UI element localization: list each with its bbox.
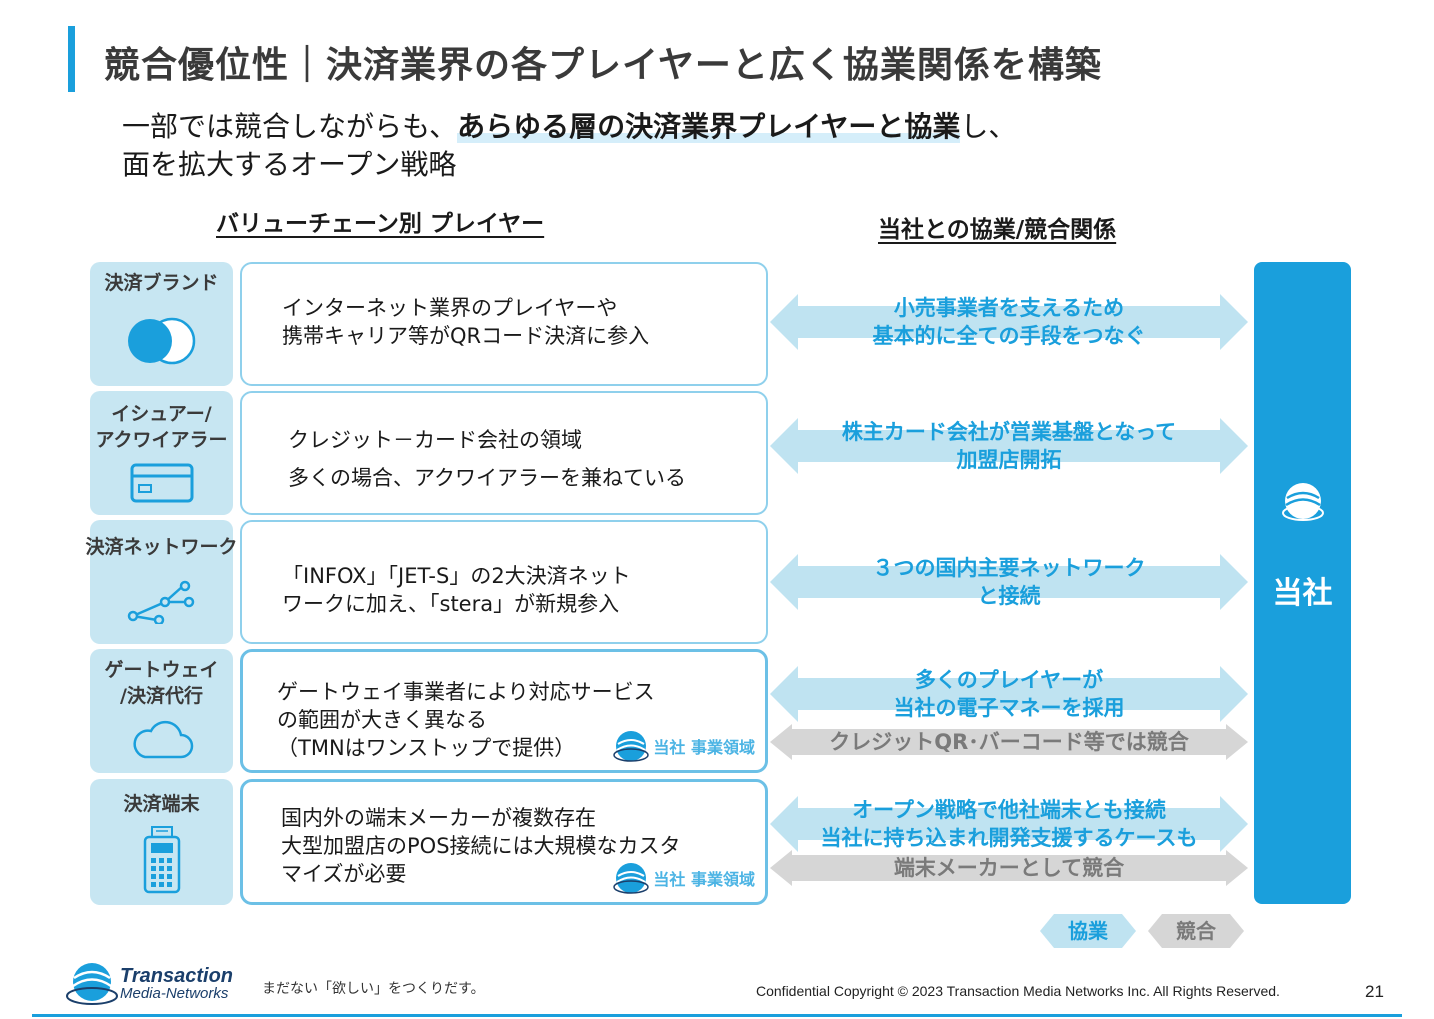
lead-line-1-post: し、 <box>960 110 1017 143</box>
lead-text: 一部では競合しながらも、あらゆる層の決済業界プレイヤーと協業し、 面を拡大するオ… <box>122 108 1016 184</box>
description-line: 国内外の端末メーカーが複数存在 <box>281 806 596 830</box>
category-label: 決済ブランド <box>104 272 219 294</box>
arrow-label: 小売事業者を支えるため 基本的に全ての手段をつなぐ <box>770 294 1248 350</box>
value-chain-row: ゲートウェイ /決済代行 ゲートウェイ事業者により対応サービス の範囲が大きく異… <box>90 649 770 773</box>
description-line: ゲートウェイ事業者により対応サービス <box>277 680 655 704</box>
cloud-icon <box>90 717 233 761</box>
credit-card-icon <box>90 463 233 503</box>
tmn-globe-icon <box>613 731 650 762</box>
lead-line-1: 一部では競合しながらも、あらゆる層の決済業界プレイヤーと協業し、 <box>122 108 1016 146</box>
category-card: 決済端末 <box>90 779 233 905</box>
category-card: 決済ブランド <box>90 262 233 386</box>
tmn-globe-icon <box>1282 483 1324 521</box>
value-chain-row: 決済ブランド インターネット業界のプレイヤーや 携帯キャリア等がQRコード決済に… <box>90 262 770 386</box>
logo-text-line-2: Media-Networks <box>120 985 229 1002</box>
brand-circles-icon <box>90 316 233 366</box>
arrow-label-line: 加盟店開拓 <box>956 448 1062 472</box>
arrow-label: 端末メーカーとして競合 <box>770 854 1248 882</box>
copyright: Confidential Copyright © 2023 Transactio… <box>756 983 1280 999</box>
arrow-label: オープン戦略で他社端末とも接続 当社に持ち込まれ開発支援するケースも <box>770 796 1248 852</box>
category-card: 決済ネットワーク <box>85 520 238 644</box>
description-text: クレジット－カード会社の領域 多くの場合、アクワイアラーを兼ねている <box>288 421 686 497</box>
description-line: の範囲が大きく異なる <box>277 708 487 732</box>
badge-label: 当社 事業領域 <box>653 738 755 757</box>
arrow-label-line: 当社の電子マネーを採用 <box>893 696 1125 720</box>
logo-text-line-1: Transaction <box>120 965 233 987</box>
arrow-label-line: ３つの国内主要ネットワーク <box>872 556 1146 580</box>
legend-collab-label: 協業 <box>1068 919 1108 943</box>
arrow-label-line: オープン戦略で他社端末とも接続 <box>852 798 1166 822</box>
company-bar: 当社 <box>1254 262 1351 904</box>
category-label-line: ゲートウェイ <box>104 659 219 681</box>
category-label: ゲートウェイ /決済代行 <box>90 649 233 709</box>
category-label: 決済端末 <box>123 793 200 815</box>
description-text: ゲートウェイ事業者により対応サービス の範囲が大きく異なる （TMNはワンストッ… <box>277 678 655 762</box>
category-card: ゲートウェイ /決済代行 <box>90 649 233 773</box>
category-card: イシュアー/ アクワイアラー <box>90 391 233 515</box>
left-column-heading: バリューチェーン別 プレイヤー <box>216 211 545 237</box>
legend-compete-label: 競合 <box>1176 919 1216 943</box>
description-line: 「INFOX」「JET-S」の2大決済ネット <box>282 564 631 588</box>
tagline: まだない「欲しい」をつくりだす。 <box>262 981 485 997</box>
arrow-label-line: 株主カード会社が営業基盤となって <box>841 420 1177 444</box>
lead-line-2: 面を拡大するオープン戦略 <box>122 148 457 181</box>
category-label-line: アクワイアラー <box>95 429 228 451</box>
arrow-label-line: クレジットQR･バーコード等では競合 <box>829 730 1189 754</box>
arrow-label-line: 端末メーカーとして競合 <box>893 856 1125 880</box>
page-title: 競合優位性｜決済業界の各プレイヤーと広く協業関係を構築 <box>104 45 1102 86</box>
arrow-label-line: 多くのプレイヤーが <box>914 668 1104 692</box>
business-area-badge: 当社 事業領域 <box>613 860 755 896</box>
value-chain-row: 決済ネットワーク 「INFOX」「JET-S」の2大決済ネット ワークに加え、「… <box>85 520 770 644</box>
description-line: クレジット－カード会社の領域 <box>288 428 582 452</box>
description-text: 「INFOX」「JET-S」の2大決済ネット ワークに加え、「stera」が新規… <box>282 562 631 618</box>
description-line: インターネット業界のプレイヤーや <box>282 296 618 320</box>
description-box: インターネット業界のプレイヤーや 携帯キャリア等がQRコード決済に参入 <box>240 262 768 386</box>
badge-label: 当社 事業領域 <box>653 870 755 889</box>
company-logo-icon <box>66 963 118 1005</box>
footer-divider <box>32 1014 1402 1017</box>
description-line: 大型加盟店のPOS接続には大規模なカスタ <box>281 834 681 858</box>
arrow-label-line: 基本的に全ての手段をつなぐ <box>872 324 1146 348</box>
description-line: マイズが必要 <box>281 862 407 886</box>
value-chain-row: イシュアー/ アクワイアラー クレジット－カード会社の領域 多くの場合、アクワイ… <box>90 391 770 515</box>
payment-terminal-icon <box>90 825 233 895</box>
right-column-heading: 当社との協業/競合関係 <box>878 217 1117 243</box>
business-area-badge: 当社 事業領域 <box>613 728 755 764</box>
arrow-label-line: 小売事業者を支えるため <box>893 296 1125 320</box>
lead-line-1-pre: 一部では競合しながらも、 <box>122 110 458 143</box>
description-text: インターネット業界のプレイヤーや 携帯キャリア等がQRコード決済に参入 <box>282 294 649 350</box>
category-label: 決済ネットワーク <box>85 536 238 558</box>
description-box: 「INFOX」「JET-S」の2大決済ネット ワークに加え、「stera」が新規… <box>240 520 768 644</box>
arrow-label: 株主カード会社が営業基盤となって 加盟店開拓 <box>770 418 1248 474</box>
description-line: （TMNはワンストップで提供） <box>277 736 576 760</box>
description-line: 多くの場合、アクワイアラーを兼ねている <box>288 466 686 490</box>
description-box: クレジット－カード会社の領域 多くの場合、アクワイアラーを兼ねている <box>240 391 768 515</box>
arrow-label: ３つの国内主要ネットワーク と接続 <box>770 554 1248 610</box>
category-label: イシュアー/ アクワイアラー <box>90 391 233 453</box>
arrow-label-line: と接続 <box>977 584 1041 608</box>
lead-line-1-highlight: あらゆる層の決済業界プレイヤーと協業 <box>457 110 961 143</box>
category-label-line: /決済代行 <box>120 685 203 707</box>
arrow-label-line: 当社に持ち込まれ開発支援するケースも <box>820 826 1198 850</box>
company-label: 当社 <box>1272 576 1333 611</box>
description-box: ゲートウェイ事業者により対応サービス の範囲が大きく異なる （TMNはワンストッ… <box>240 649 768 773</box>
category-label-line: イシュアー/ <box>111 403 212 425</box>
tmn-globe-icon <box>613 863 650 894</box>
description-line: 携帯キャリア等がQRコード決済に参入 <box>282 324 650 348</box>
title-accent-bar <box>68 26 75 92</box>
description-box: 国内外の端末メーカーが複数存在 大型加盟店のPOS接続には大規模なカスタ マイズ… <box>240 779 768 905</box>
description-line: ワークに加え、「stera」が新規参入 <box>282 592 620 616</box>
description-text: 国内外の端末メーカーが複数存在 大型加盟店のPOS接続には大規模なカスタ マイズ… <box>281 804 681 888</box>
arrow-label: クレジットQR･バーコード等では競合 <box>770 728 1248 756</box>
network-nodes-icon <box>90 576 233 624</box>
value-chain-row: 決済端末 国内外の端末メーカーが複数存在 大型加盟店のPOS接続には大規模なカス… <box>90 779 770 905</box>
arrow-label: 多くのプレイヤーが 当社の電子マネーを採用 <box>770 666 1248 722</box>
page-number: 21 <box>1365 982 1384 1001</box>
